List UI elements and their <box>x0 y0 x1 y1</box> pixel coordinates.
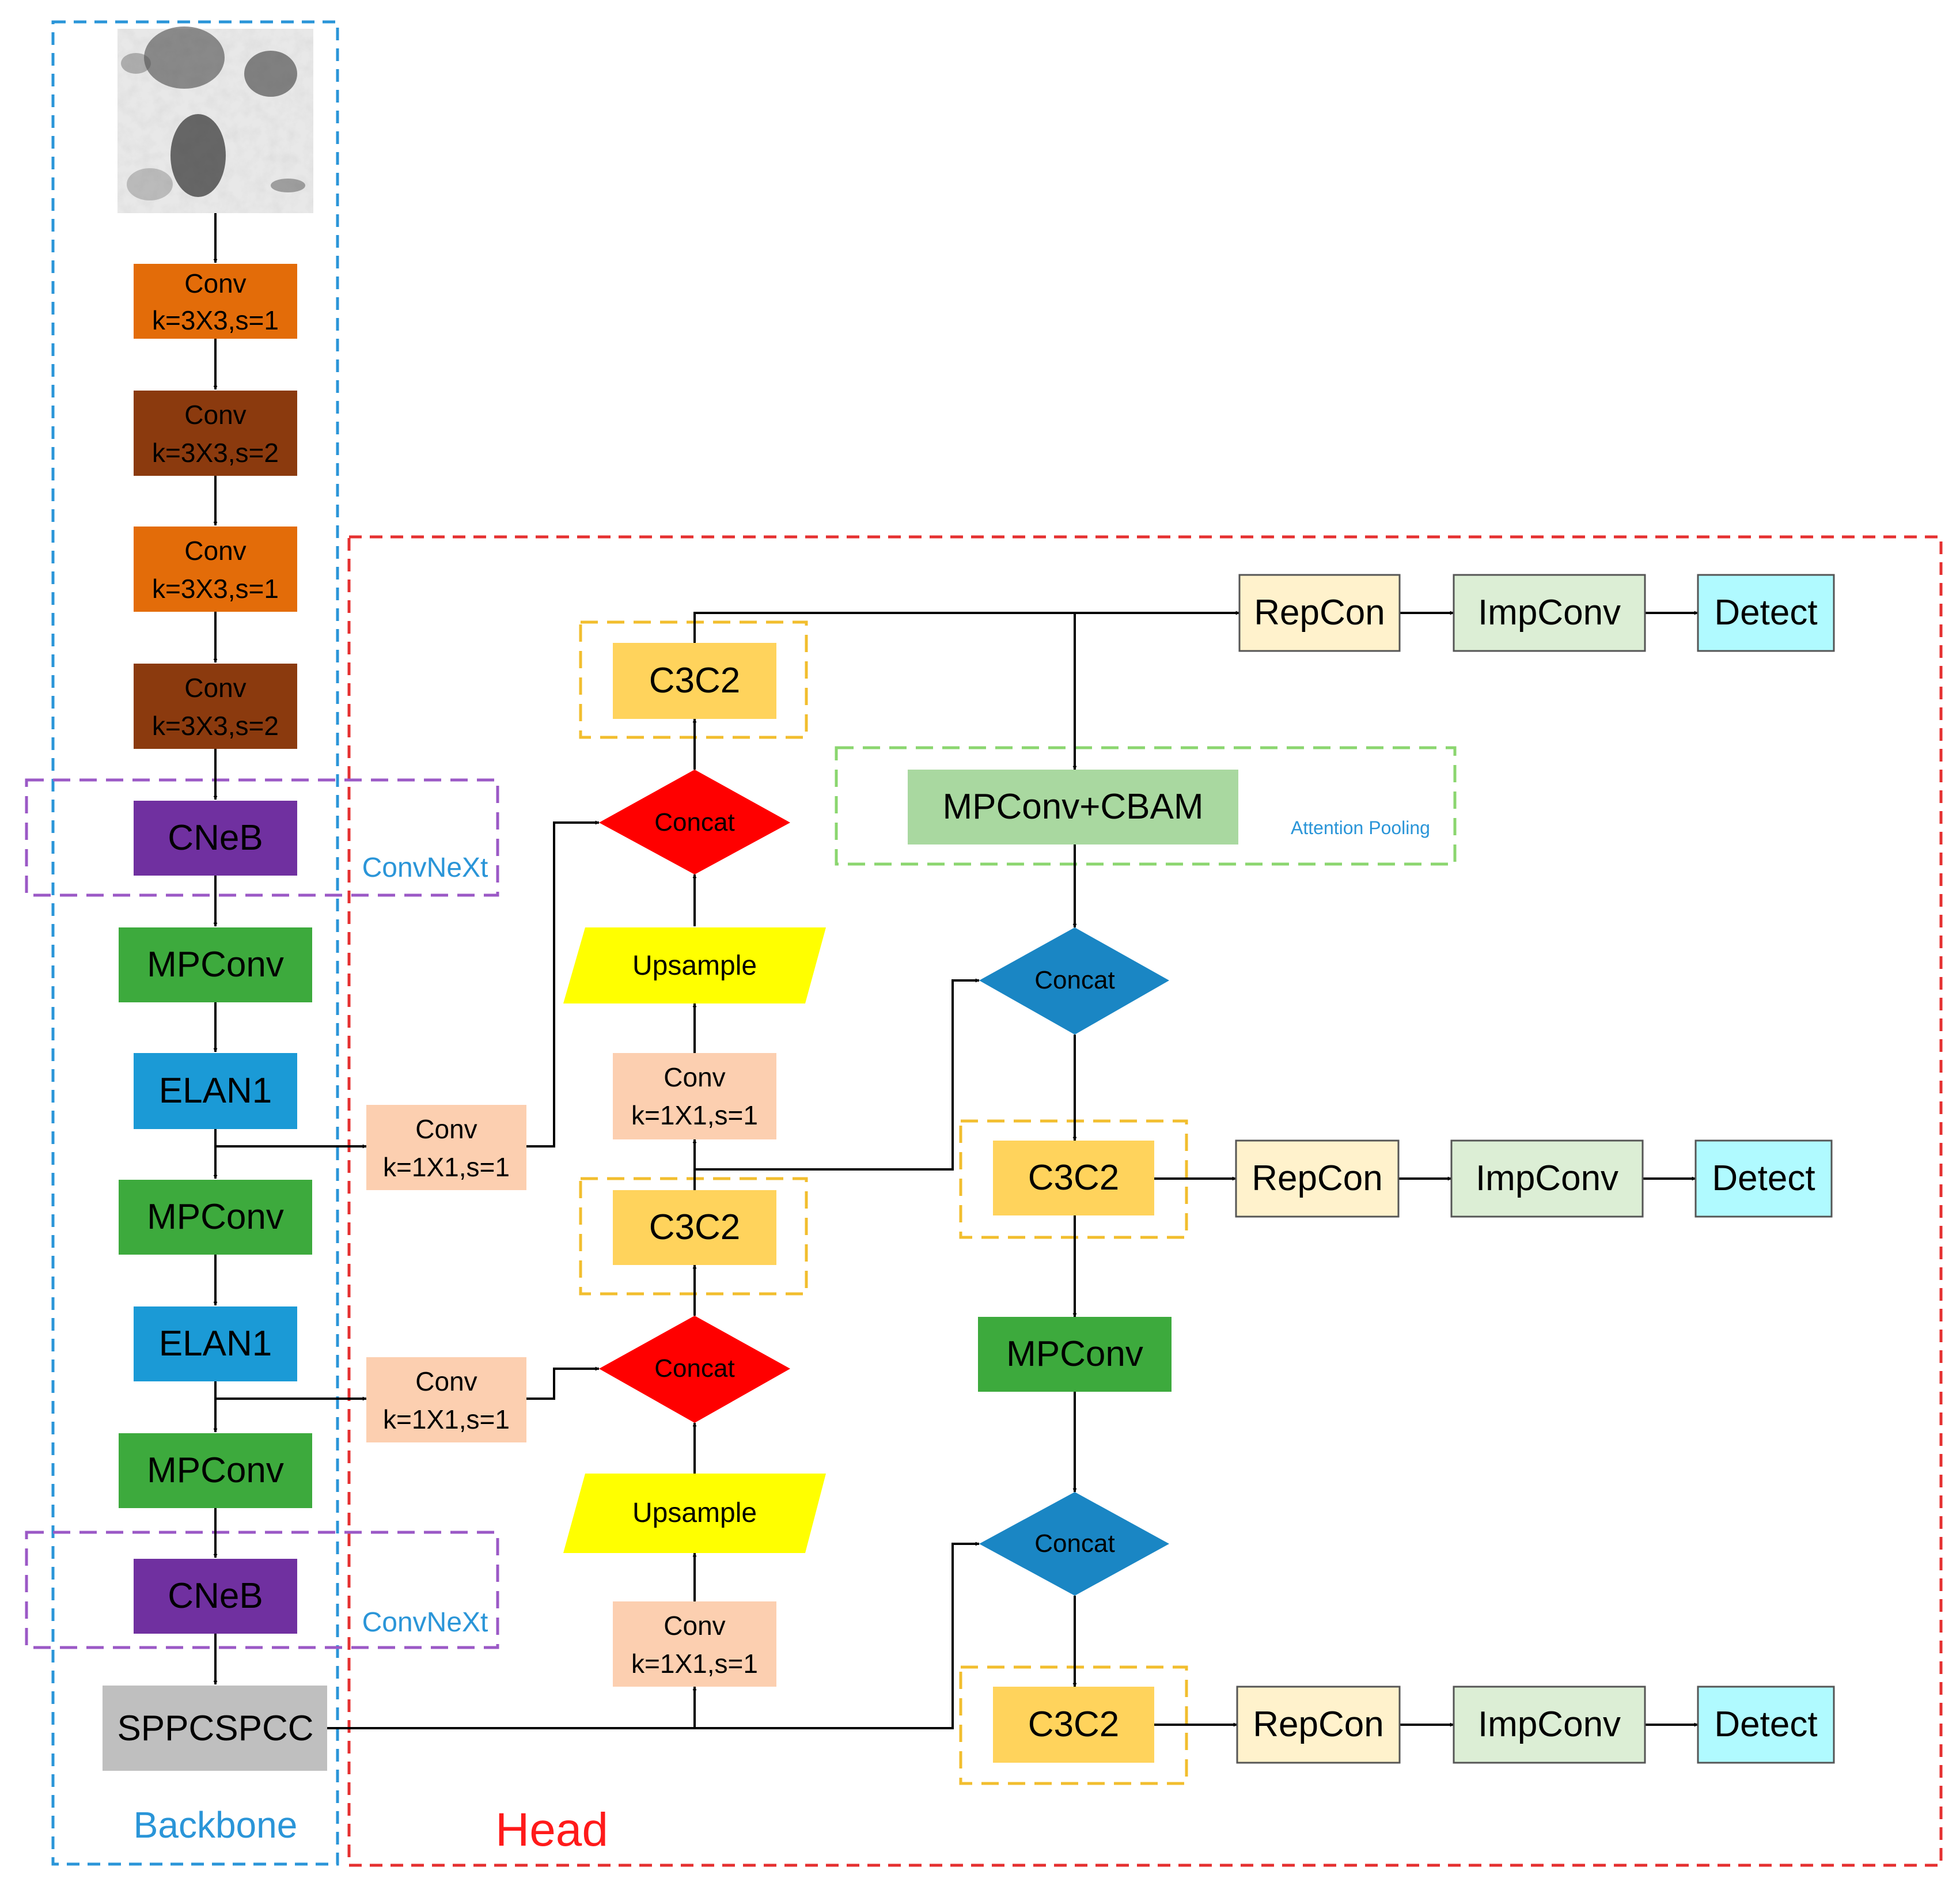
concat-label: Concat <box>654 808 734 836</box>
head-upsample-1[interactable]: Upsample <box>563 927 826 1003</box>
conv-params: k=1X1,s=1 <box>631 1649 758 1679</box>
detect-label: Detect <box>1712 1158 1815 1198</box>
attention-pooling-label: Attention Pooling <box>1291 817 1430 838</box>
head-c3c2-bottom[interactable]: C3C2 <box>993 1687 1154 1763</box>
c3c2-label: C3C2 <box>649 661 741 700</box>
upsample-label: Upsample <box>632 1498 757 1528</box>
head-label: Head <box>495 1804 608 1856</box>
conv-label: Conv <box>184 400 246 430</box>
head-concat-red-1[interactable]: Concat <box>599 770 790 874</box>
backbone-conv-1[interactable]: Conv k=3X3,s=1 <box>134 264 297 339</box>
conv-params: k=1X1,s=1 <box>383 1404 510 1434</box>
convnext-group-border-2 <box>25 1531 499 1649</box>
concat-label: Concat <box>1034 1529 1114 1558</box>
output-detect-2[interactable]: Detect <box>1694 1139 1833 1218</box>
repcon-label: RepCon <box>1253 1705 1383 1744</box>
head-concat-blue-1[interactable]: Concat <box>979 927 1169 1035</box>
output-detect-1[interactable]: Detect <box>1697 574 1835 652</box>
conv-label: Conv <box>415 1366 477 1396</box>
convnext-group-border-1 <box>25 778 499 897</box>
impconv-label: ImpConv <box>1478 1705 1621 1744</box>
output-impconv-2[interactable]: ImpConv <box>1450 1139 1644 1218</box>
conv-params: k=1X1,s=1 <box>383 1152 510 1182</box>
output-impconv-3[interactable]: ImpConv <box>1453 1686 1646 1764</box>
head-group-border <box>347 535 1943 1867</box>
conv-params: k=3X3,s=2 <box>152 438 279 468</box>
mpconv-cbam-label: MPConv+CBAM <box>942 787 1203 827</box>
concat-label: Concat <box>654 1354 734 1383</box>
convnext-label-2: ConvNeXt <box>362 1607 488 1638</box>
head-concat-red-2[interactable]: Concat <box>599 1316 790 1423</box>
backbone-group-border <box>51 20 339 1866</box>
conv-params: k=3X3,s=2 <box>152 711 279 741</box>
head-conv-mid[interactable]: Conv k=1X1,s=1 <box>613 1053 776 1139</box>
head-conv-lateral-2[interactable]: Conv k=1X1,s=1 <box>366 1357 526 1442</box>
mpconv-label: MPConv <box>147 945 284 984</box>
backbone-mpconv-3[interactable]: MPConv <box>119 1433 312 1508</box>
backbone-elan1-a[interactable]: ELAN1 <box>134 1053 297 1129</box>
c3c2-label: C3C2 <box>1028 1705 1120 1744</box>
backbone-elan1-b[interactable]: ELAN1 <box>134 1306 297 1381</box>
mpconv-label: MPConv <box>147 1451 284 1490</box>
input-image <box>117 26 313 213</box>
upsample-label: Upsample <box>632 950 757 981</box>
connectors <box>213 213 1699 1729</box>
head-c3c2-mid-right[interactable]: C3C2 <box>993 1141 1154 1215</box>
detect-label: Detect <box>1714 593 1817 633</box>
cneb-label: CNeB <box>168 818 263 858</box>
backbone-cneb-1[interactable]: CNeB <box>134 801 297 876</box>
conv-label: Conv <box>664 1062 725 1092</box>
backbone-sppcspcc[interactable]: SPPCSPCC <box>103 1686 327 1771</box>
backbone-conv-2[interactable]: Conv k=3X3,s=2 <box>134 391 297 476</box>
impconv-label: ImpConv <box>1478 593 1621 633</box>
backbone-mpconv-1[interactable]: MPConv <box>119 927 312 1002</box>
head-mpconv-cbam[interactable]: MPConv+CBAM <box>908 770 1238 844</box>
backbone-conv-3[interactable]: Conv k=3X3,s=1 <box>134 527 297 612</box>
conv-label: Conv <box>184 536 246 566</box>
output-detect-3[interactable]: Detect <box>1697 1686 1835 1764</box>
head-upsample-2[interactable]: Upsample <box>563 1474 826 1553</box>
convnext-label-1: ConvNeXt <box>362 853 488 883</box>
head-c3c2-mid-left[interactable]: C3C2 <box>613 1190 776 1265</box>
backbone-conv-4[interactable]: Conv k=3X3,s=2 <box>134 664 297 749</box>
conv-params: k=3X3,s=1 <box>152 574 279 604</box>
head-conv-bottom[interactable]: Conv k=1X1,s=1 <box>613 1601 776 1687</box>
repcon-label: RepCon <box>1252 1158 1382 1198</box>
concat-label: Concat <box>1034 966 1114 994</box>
mpconv-label: MPConv <box>147 1197 284 1237</box>
backbone-cneb-2[interactable]: CNeB <box>134 1559 297 1634</box>
backbone-label: Backbone <box>134 1804 298 1846</box>
attention-group-border <box>835 746 1457 866</box>
detect-label: Detect <box>1714 1705 1817 1744</box>
impconv-label: ImpConv <box>1476 1158 1618 1198</box>
head-concat-blue-2[interactable]: Concat <box>979 1492 1169 1596</box>
c3c2-label: C3C2 <box>1028 1158 1120 1198</box>
head-conv-lateral-1[interactable]: Conv k=1X1,s=1 <box>366 1105 526 1190</box>
head-mpconv[interactable]: MPConv <box>978 1317 1172 1392</box>
head-c3c2-top[interactable]: C3C2 <box>613 643 776 719</box>
conv-label: Conv <box>184 673 246 703</box>
output-repcon-3[interactable]: RepCon <box>1236 1686 1401 1764</box>
backbone-mpconv-2[interactable]: MPConv <box>119 1180 312 1255</box>
output-impconv-1[interactable]: ImpConv <box>1453 574 1646 652</box>
cneb-label: CNeB <box>168 1576 263 1616</box>
conv-label: Conv <box>415 1114 477 1144</box>
mpconv-label: MPConv <box>1006 1334 1143 1374</box>
conv-params: k=3X3,s=1 <box>152 305 279 335</box>
conv-params: k=1X1,s=1 <box>631 1100 758 1130</box>
sppcspcc-label: SPPCSPCC <box>117 1709 313 1748</box>
elan-label: ELAN1 <box>159 1071 272 1111</box>
c3c2-label: C3C2 <box>649 1207 741 1247</box>
output-repcon-1[interactable]: RepCon <box>1238 574 1401 652</box>
repcon-label: RepCon <box>1254 593 1385 633</box>
output-repcon-2[interactable]: RepCon <box>1235 1139 1400 1218</box>
conv-label: Conv <box>664 1611 725 1641</box>
conv-label: Conv <box>184 268 246 298</box>
elan-label: ELAN1 <box>159 1324 272 1364</box>
